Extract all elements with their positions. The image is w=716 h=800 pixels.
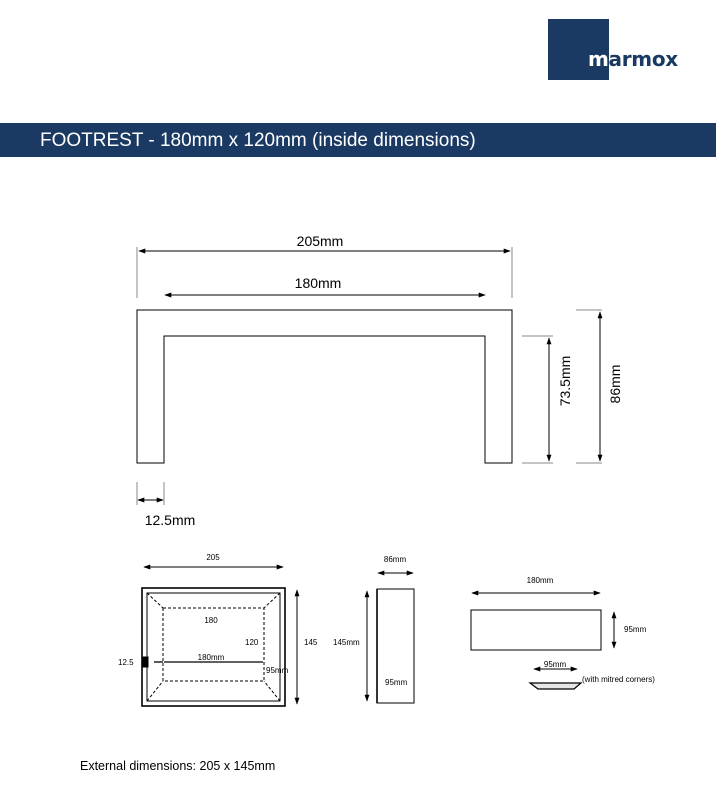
label-inner-width: 180mm bbox=[295, 275, 342, 291]
label-overall-width: 205mm bbox=[297, 233, 344, 249]
side-height-label: 145mm bbox=[333, 638, 360, 647]
label-overall-height: 86mm bbox=[607, 365, 623, 404]
plan-side-offset: 95mm bbox=[266, 666, 289, 675]
plan-inner-depth: 180 bbox=[204, 616, 218, 625]
side-offset-label: 95mm bbox=[385, 678, 408, 687]
external-dimensions-note: External dimensions: 205 x 145mm bbox=[80, 759, 276, 773]
plan-view bbox=[141, 564, 300, 707]
brand-logo-mark bbox=[548, 19, 609, 80]
page-title: FOOTREST - 180mm x 120mm (inside dimensi… bbox=[40, 130, 476, 151]
strip-view bbox=[470, 590, 617, 690]
front-view bbox=[136, 247, 603, 505]
plan-edge: 12.5 bbox=[118, 658, 134, 667]
side-view bbox=[364, 570, 415, 704]
cut-width-label: 95mm bbox=[544, 660, 567, 669]
plan-inner-height: 120 bbox=[245, 638, 259, 647]
side-width-label: 86mm bbox=[384, 555, 407, 564]
mitred-piece bbox=[528, 682, 583, 690]
label-leg-width: 12.5mm bbox=[145, 512, 196, 528]
plan-outer-width: 205 bbox=[206, 553, 220, 562]
strip-height-label: 95mm bbox=[624, 625, 647, 634]
strip-length-label: 180mm bbox=[527, 576, 554, 585]
brand-logo-text: marmox bbox=[588, 47, 678, 71]
label-inner-height: 73.5mm bbox=[557, 356, 573, 407]
plan-inner-width: 180mm bbox=[198, 653, 225, 662]
title-bar: FOOTREST - 180mm x 120mm (inside dimensi… bbox=[0, 123, 716, 157]
mitred-note: (with mitred corners) bbox=[582, 675, 655, 684]
logo-rest: armox bbox=[608, 47, 679, 71]
footrest-profile bbox=[136, 309, 513, 464]
logo-first-letter: m bbox=[588, 47, 609, 71]
plan-outer-depth: 145 bbox=[304, 638, 318, 647]
